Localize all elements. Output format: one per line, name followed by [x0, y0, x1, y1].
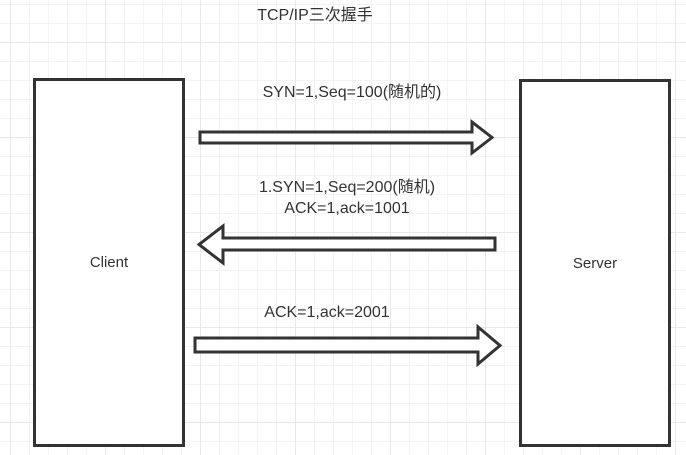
- diagram-title[interactable]: TCP/IP三次握手: [257, 7, 373, 24]
- arrow-left-synack-icon[interactable]: [196, 222, 497, 267]
- message-synack-label-line1: 1.SYN=1,Seq=200(随机): [258, 179, 436, 196]
- message-synack-label-line2: ACK=1,ack=1001: [284, 200, 410, 217]
- client-node-label: Client: [89, 254, 129, 271]
- server-node[interactable]: Server: [519, 79, 671, 447]
- client-node[interactable]: Client: [33, 78, 185, 447]
- arrow-right-ack-icon[interactable]: [193, 323, 503, 368]
- server-node-label: Server: [572, 254, 618, 272]
- message-syn-label[interactable]: SYN=1,Seq=100(随机的): [262, 84, 442, 101]
- arrow-right-syn-icon[interactable]: [198, 118, 495, 157]
- message-synack-label[interactable]: 1.SYN=1,Seq=200(随机) ACK=1,ack=1001: [227, 177, 467, 219]
- message-ack-label[interactable]: ACK=1,ack=2001: [264, 304, 390, 321]
